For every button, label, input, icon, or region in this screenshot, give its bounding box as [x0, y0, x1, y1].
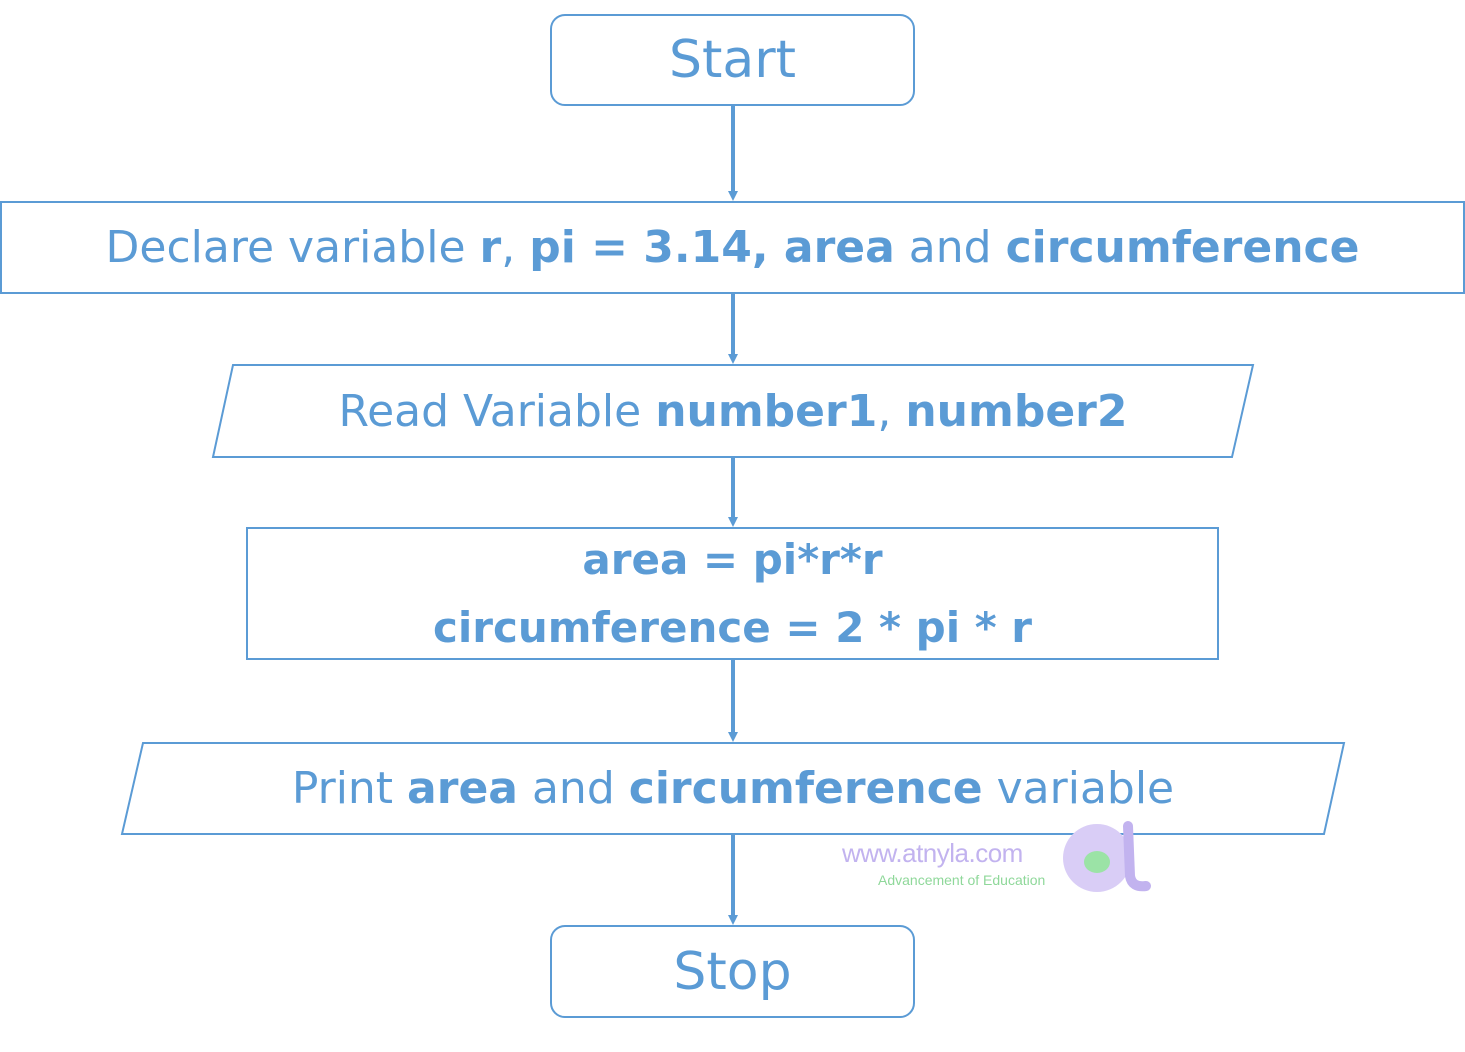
- print-text-5: variable: [982, 763, 1175, 814]
- atnyla-logo-icon: [1063, 821, 1151, 892]
- print-text-1: Print: [291, 763, 408, 814]
- declare-process-shape: [0, 201, 1465, 294]
- declare-text-6: circumference: [1005, 222, 1360, 273]
- declare-label: Declare variable r , pi = 3.14, area and…: [1, 202, 1464, 293]
- read-text-4: number2: [905, 385, 1128, 437]
- declare-text-3: ,: [501, 222, 530, 273]
- compute-process-shape: [246, 527, 1219, 660]
- compute-line-circumference: circumference = 2 * pi * r: [432, 602, 1033, 652]
- declare-text-4: pi = 3.14, area: [529, 222, 895, 273]
- read-text-3: ,: [877, 385, 906, 437]
- declare-text-5: and: [894, 222, 1006, 273]
- watermark: www.atnyla.com Advancement of Education: [838, 820, 1158, 900]
- print-text-4: circumference: [628, 763, 983, 814]
- compute-label: area = pi*r*r circumference = 2 * pi * r: [247, 528, 1218, 659]
- read-text-2: number1: [655, 385, 878, 437]
- read-text-1: Read Variable: [338, 385, 656, 437]
- start-label: Start: [668, 30, 797, 90]
- read-label: Read Variable number1 , number2: [213, 365, 1253, 457]
- print-label: Print area and circumference variable: [122, 743, 1344, 834]
- stop-terminator-shape: [550, 925, 915, 1018]
- print-text-3: and: [517, 763, 629, 814]
- read-input-shape: [211, 364, 1255, 458]
- stop-label: Stop: [673, 941, 792, 1002]
- watermark-tagline: Advancement of Education: [878, 872, 1046, 888]
- compute-line-area: area = pi*r*r: [582, 534, 883, 584]
- watermark-url: www.atnyla.com: [842, 838, 1023, 868]
- declare-text-2: r: [479, 222, 502, 273]
- print-text-2: area: [407, 763, 518, 814]
- declare-text-1: Declare variable: [105, 222, 480, 273]
- print-output-shape: [120, 742, 1346, 835]
